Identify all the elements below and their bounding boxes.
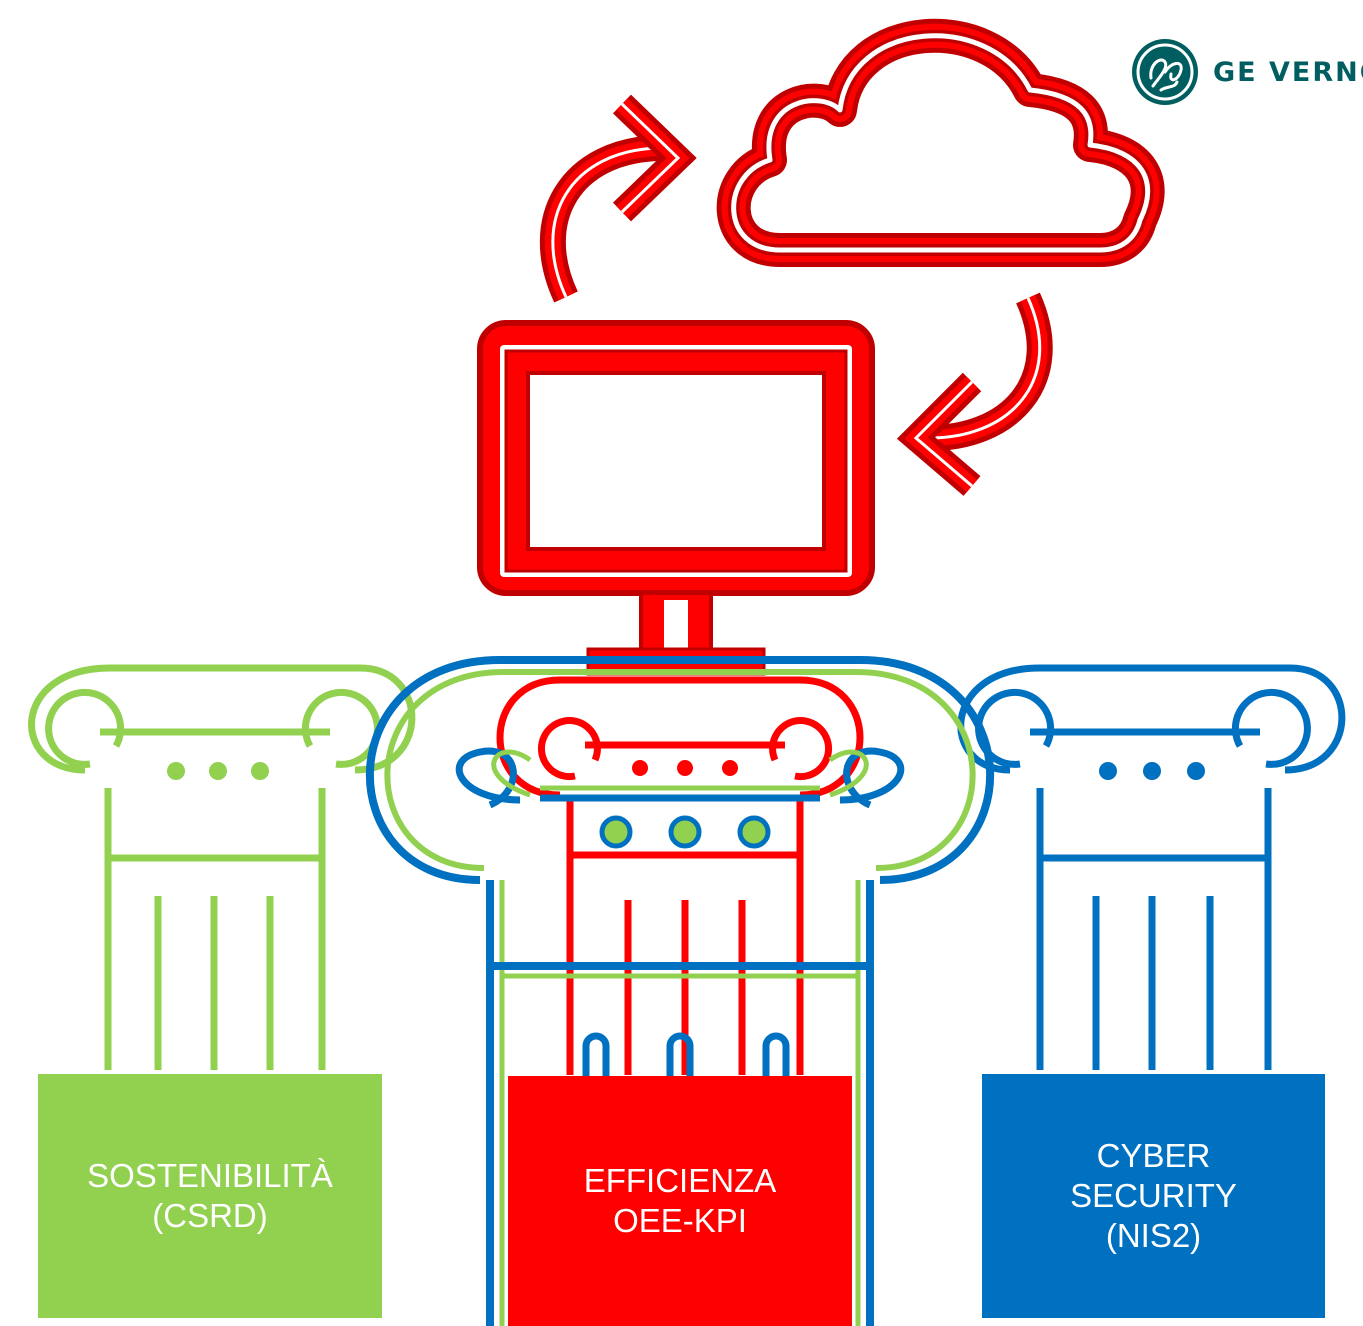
column-icon xyxy=(957,664,1346,1070)
pillar-label-line: SOSTENIBILITÀ xyxy=(87,1157,333,1194)
pillar-label-line: OEE-KPI xyxy=(613,1202,747,1239)
brand-logo: GE VERNOVA xyxy=(1131,38,1363,106)
pillar-label-line: SECURITY xyxy=(1070,1177,1237,1214)
column-icon xyxy=(599,815,771,849)
sync-arrow-icon xyxy=(896,292,1053,496)
pillar-box-cyber-security xyxy=(982,1074,1325,1318)
pillar-label-efficiency: EFFICIENZA OEE-KPI xyxy=(508,1076,852,1326)
pillar-label-line: (NIS2) xyxy=(1105,1217,1202,1254)
monitor-icon xyxy=(477,320,875,676)
pillar-box-sustainability xyxy=(38,1074,382,1318)
column-icon xyxy=(496,676,864,1075)
column-icon xyxy=(366,656,994,1326)
pillar-label-sustainability: SOSTENIBILITÀ (CSRD) xyxy=(38,1074,382,1318)
pillar-label-line: EFFICIENZA xyxy=(583,1162,777,1199)
sync-arrow-icon xyxy=(539,94,697,303)
brand-name: GE VERNOVA xyxy=(1213,56,1363,88)
ge-monogram-icon xyxy=(1132,39,1198,105)
column-icon xyxy=(28,664,416,1070)
cloud-icon xyxy=(734,36,1148,250)
pillar-box-efficiency xyxy=(508,1076,852,1326)
pillar-label-cyber-security: CYBER SECURITY (NIS2) xyxy=(982,1074,1325,1318)
pillar-label-line: CYBER xyxy=(1096,1137,1211,1174)
pillar-label-line: (CSRD) xyxy=(152,1197,268,1234)
